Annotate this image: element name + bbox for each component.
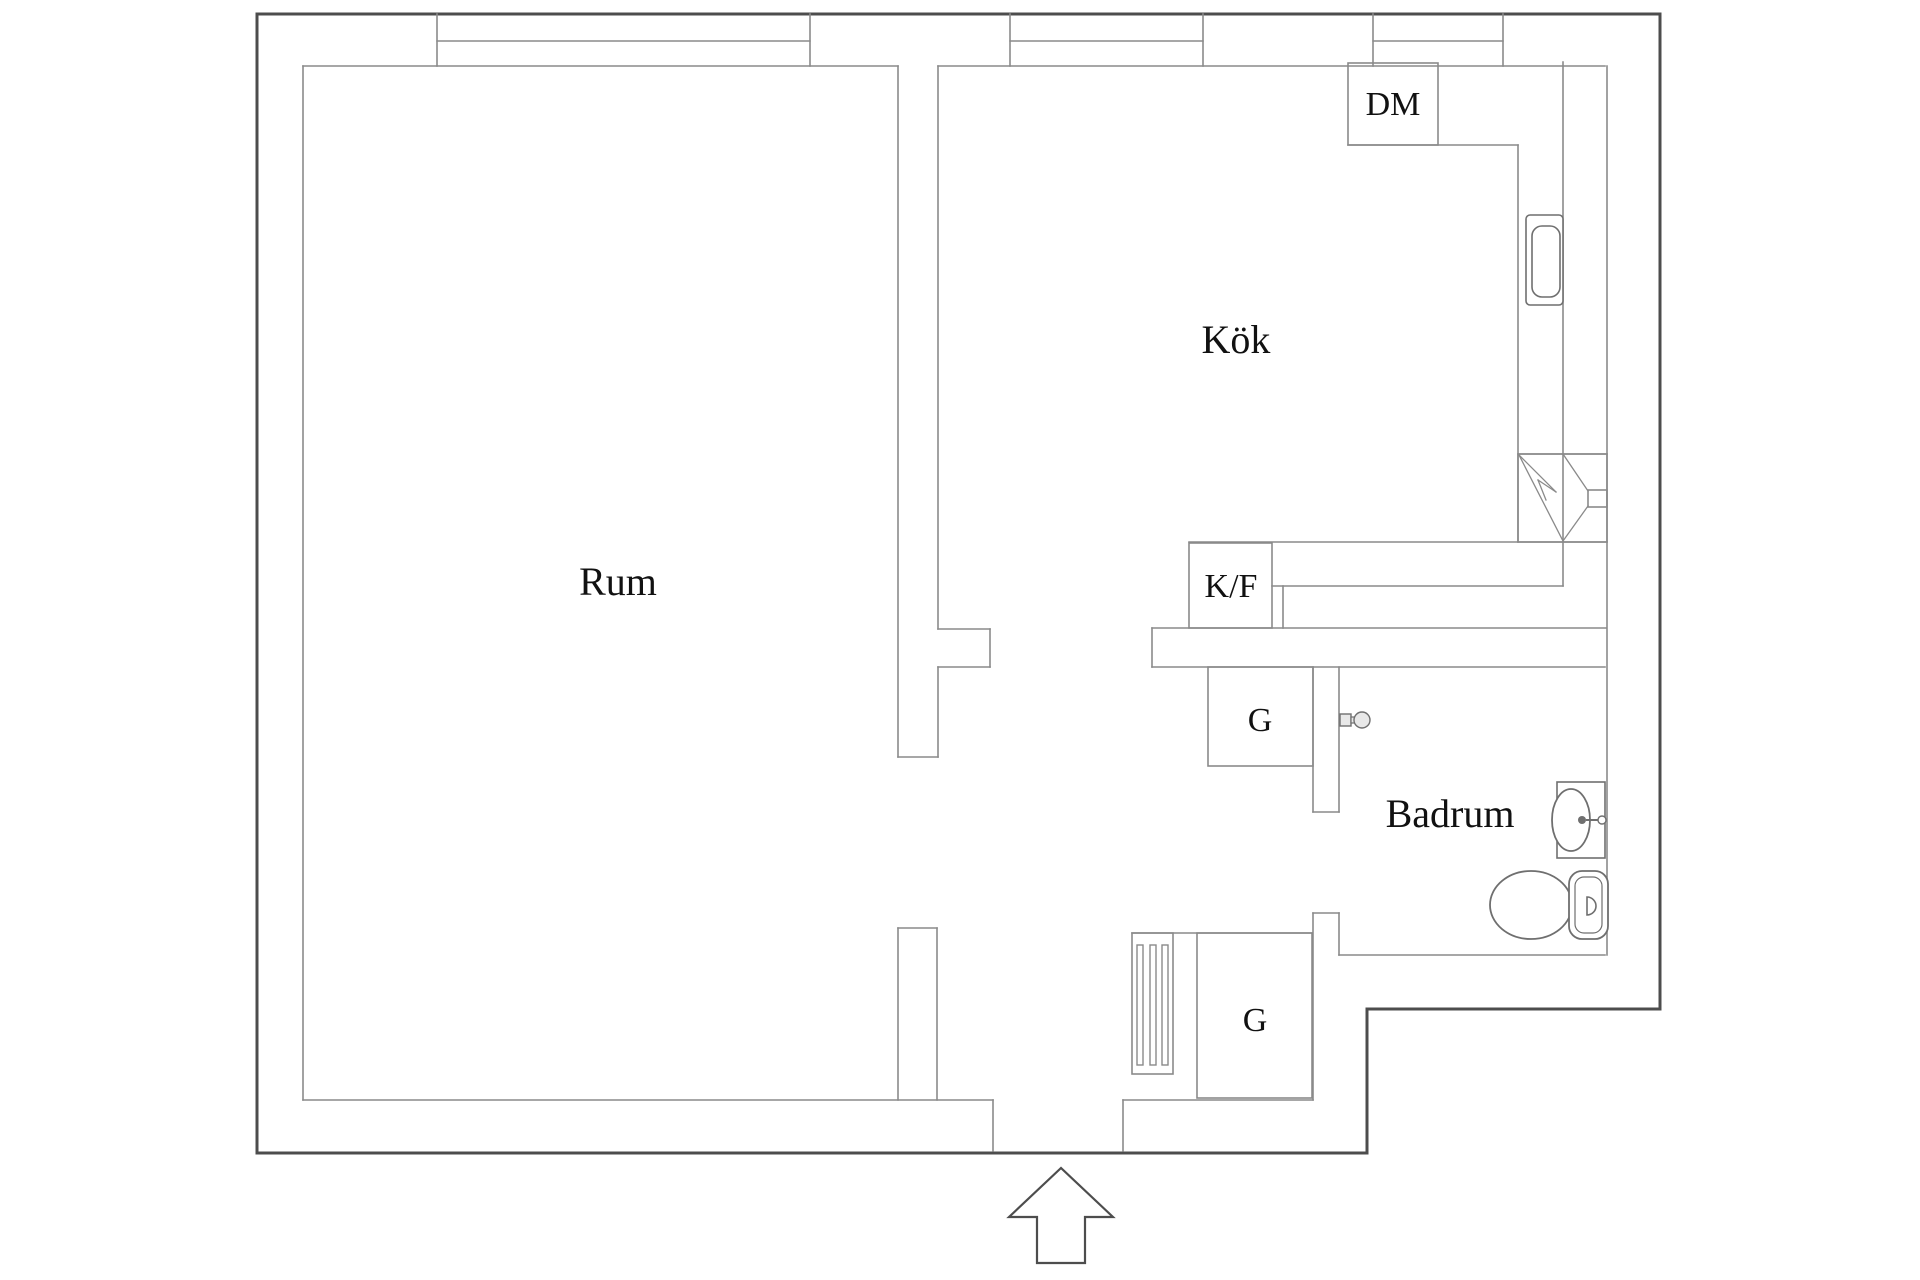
toilet-tank bbox=[1568, 870, 1609, 940]
kitchen-sink-icon bbox=[1525, 214, 1564, 306]
radiator-icon bbox=[1136, 944, 1169, 1066]
toilet-icon bbox=[1489, 870, 1609, 940]
toilet-bowl bbox=[1489, 870, 1573, 940]
sink-tap-end bbox=[1597, 815, 1607, 825]
wardrobe-lower-box bbox=[1196, 932, 1313, 1099]
wall-line bbox=[1562, 453, 1589, 492]
outer-walls bbox=[255, 12, 1662, 1155]
handle-knob bbox=[1353, 711, 1371, 729]
wall-line bbox=[1537, 479, 1547, 501]
fixture-boxes bbox=[1131, 62, 1608, 1099]
dishwasher-box bbox=[1347, 62, 1439, 146]
handle-plate bbox=[1339, 713, 1352, 727]
stove-corner-icon bbox=[1518, 453, 1589, 542]
radiator-slat bbox=[1161, 944, 1169, 1066]
room-label-kok: Kök bbox=[1202, 317, 1271, 362]
wardrobe-upper-box bbox=[1207, 666, 1314, 767]
entrance-arrow bbox=[1006, 1166, 1116, 1265]
room-label-g-upper: G bbox=[1248, 702, 1273, 739]
radiator-slat bbox=[1136, 944, 1144, 1066]
wall-line bbox=[1537, 479, 1557, 493]
toilet-tank-inner bbox=[1574, 876, 1603, 934]
door-handle-icon bbox=[1339, 711, 1371, 729]
toilet-flush-button bbox=[1586, 896, 1597, 916]
radiator-box bbox=[1131, 932, 1174, 1075]
wall-line bbox=[1518, 454, 1564, 542]
fridge-freezer-box bbox=[1188, 542, 1273, 629]
room-label-badrum: Badrum bbox=[1386, 791, 1515, 836]
bathroom-sink-icon bbox=[1551, 781, 1607, 859]
stove-small-box bbox=[1587, 489, 1608, 508]
sink-tap-dot bbox=[1578, 816, 1586, 824]
radiator-slat bbox=[1149, 944, 1157, 1066]
room-label-g-lower: G bbox=[1243, 1002, 1268, 1039]
entrance-arrow-icon bbox=[1006, 1166, 1116, 1265]
room-label-rum: Rum bbox=[579, 559, 657, 604]
room-label-kf: K/F bbox=[1205, 568, 1258, 605]
wall-line bbox=[1518, 454, 1557, 493]
wall-line bbox=[1562, 505, 1589, 542]
room-label-dm: DM bbox=[1366, 86, 1421, 123]
kitchen-sink-inner bbox=[1531, 225, 1561, 298]
